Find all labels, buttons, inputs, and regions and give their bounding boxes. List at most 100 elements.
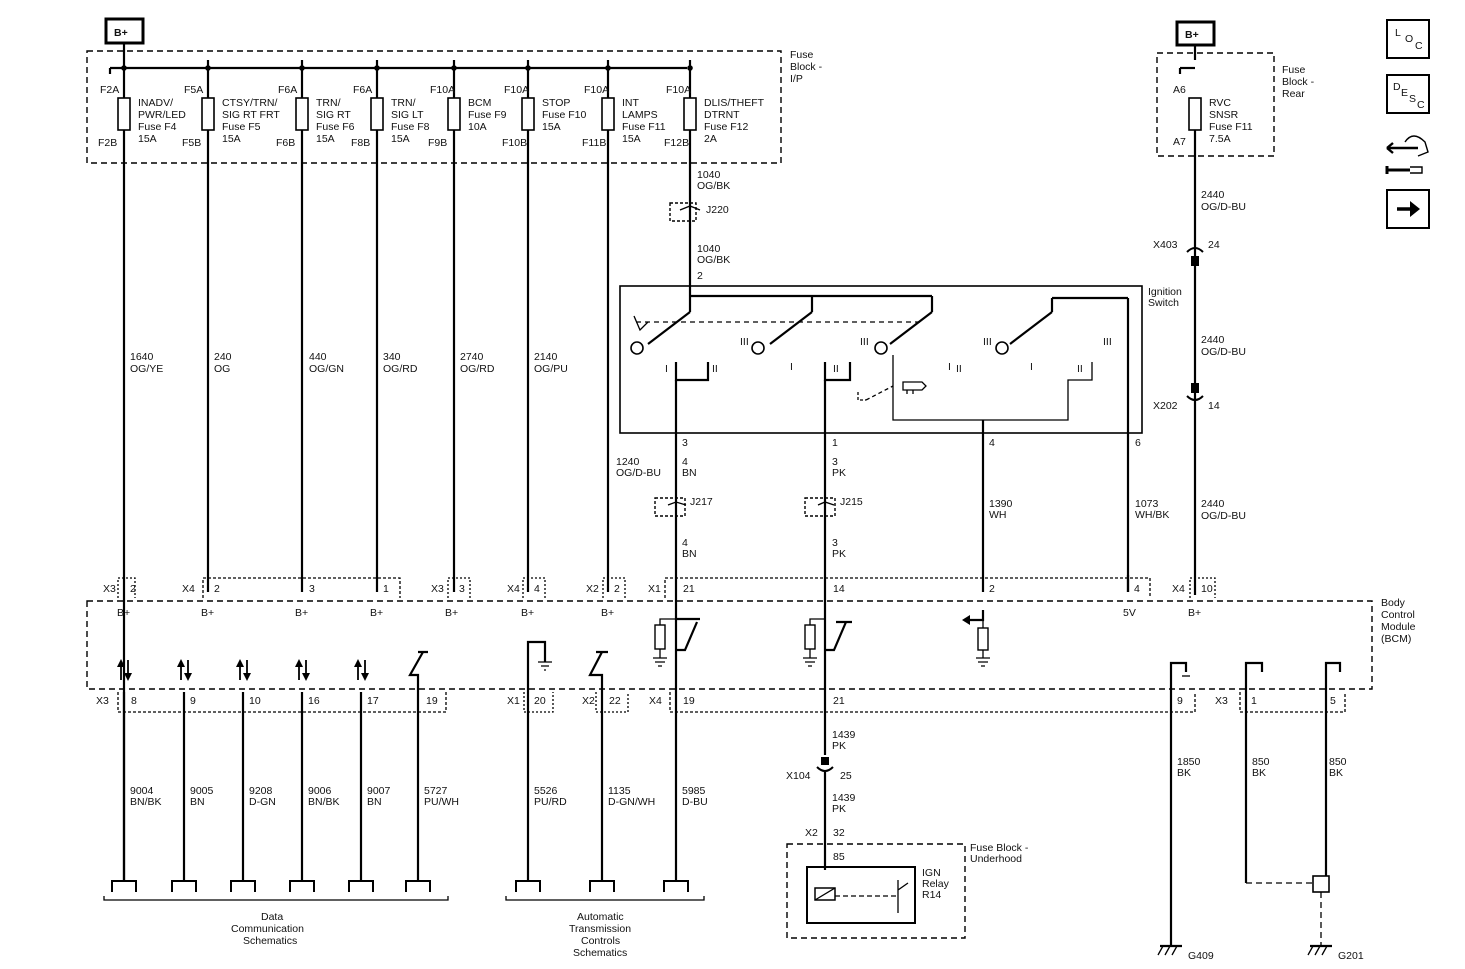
rear-fuse-label-2: SNSR xyxy=(1209,109,1239,121)
bcm-bot-pin: 5 xyxy=(1330,695,1336,707)
w6-color: WH/BK xyxy=(1135,509,1169,521)
atc-label-2: Transmission xyxy=(569,923,631,935)
fuse-label-line: SIG RT FRT xyxy=(222,109,280,121)
bcm-bot-pin: 21 xyxy=(833,695,845,707)
bcm-conn-top-x2: X2 xyxy=(586,583,599,595)
lower-wire-circuit: 9006 xyxy=(308,785,332,797)
lower-wire-color: D-GN/WH xyxy=(608,796,655,808)
w1b-color: PK xyxy=(832,548,846,560)
x403-pin: 24 xyxy=(1208,239,1220,251)
bcm-bot-pin: 19 xyxy=(683,695,695,707)
fuse-bottom-label: F2B xyxy=(98,137,117,149)
w4-circuit: 1390 xyxy=(989,498,1013,510)
lower-wire-color: BN xyxy=(190,796,205,808)
connector-views-button[interactable] xyxy=(1385,135,1429,174)
bcm-top-pin: 14 xyxy=(833,583,845,595)
loc-button[interactable]: L O C xyxy=(1386,19,1430,59)
fuse-element xyxy=(447,97,461,131)
fuse-label-line: Fuse F11 xyxy=(622,121,666,133)
bcm-bot-pin: 10 xyxy=(249,695,261,707)
fuse-label-line: TRN/ xyxy=(391,97,416,109)
ignition-feed: 1040 OG/BK J220 1040 OG/BK 2 xyxy=(669,169,730,282)
fuse-label-line: 15A xyxy=(316,133,335,145)
fuse-element xyxy=(295,97,309,131)
rear-w1-color: OG/D-BU xyxy=(1201,201,1246,213)
bidirectional-arrow-icon xyxy=(117,659,132,681)
fuse-label-line: SIG RT xyxy=(316,109,351,121)
bcm-conn-top-x3b: X3 xyxy=(431,583,444,595)
fuse-bottom-label: F9B xyxy=(428,137,447,149)
bcm-top-pin: 4 xyxy=(534,583,540,595)
w3-color: BN xyxy=(682,467,697,479)
fuse-block-ip-title-3: I/P xyxy=(790,73,803,85)
fuse-top-label: F6A xyxy=(278,84,297,96)
w1-color: PK xyxy=(832,467,846,479)
bplus-left-box: B+ xyxy=(104,17,145,45)
pos-ii-2: II xyxy=(833,363,839,375)
loc-letter-c: C xyxy=(1415,40,1423,52)
x104-pin: 25 xyxy=(840,770,852,782)
lower-wire-color: D-BU xyxy=(682,796,708,808)
bcm-conn-top-x3: X3 xyxy=(103,583,116,595)
bcm-bplus-label: B+ xyxy=(201,607,214,619)
fuse-block-ip-title-2: Block - xyxy=(790,61,823,73)
ignition-switch: Ignition Switch III III III III I II I I… xyxy=(619,285,1182,880)
w4-color: WH xyxy=(989,509,1007,521)
desc-button[interactable]: D E S C xyxy=(1386,74,1430,114)
fuse-label-line: 15A xyxy=(391,133,410,145)
desc-letter-e: E xyxy=(1401,87,1408,99)
connector-icon xyxy=(1385,135,1429,174)
atc-label-3: Controls xyxy=(581,935,620,947)
ground-wires: 1850 BK 850 BK 850 BK G409 G201 xyxy=(1157,705,1364,962)
relay-w1-color: PK xyxy=(832,740,846,752)
lower-wire-color: BN/BK xyxy=(130,796,162,808)
lower-wire-circuit: 1135 xyxy=(608,785,631,797)
bcm-top-pin: 2 xyxy=(130,583,136,595)
ground-w2-circuit: 850 xyxy=(1252,756,1270,768)
rear-w3-color: OG/D-BU xyxy=(1201,510,1246,522)
relay-label-3: R14 xyxy=(922,889,941,901)
footnotes: Data Communication Schematics Automatic … xyxy=(103,896,705,959)
bcm-top-pin: 3 xyxy=(459,583,465,595)
fuse-label-line: DTRNT xyxy=(704,109,740,121)
fuse-bottom-label: F10B xyxy=(502,137,527,149)
lower-wires: 9004BN/BK9005BN9208D-GN9006BN/BK9007BN57… xyxy=(111,692,708,892)
fuse-element xyxy=(601,97,615,131)
relay-label-1: IGN xyxy=(922,867,941,879)
upper-wire-circuit: 2140 xyxy=(534,351,558,363)
ground-w1-color: BK xyxy=(1177,767,1191,779)
x2-pin: 32 xyxy=(833,827,845,839)
fuse-label-line: 15A xyxy=(542,121,561,133)
bcm-title-1: Body xyxy=(1381,597,1406,609)
fuse-element xyxy=(117,97,131,131)
splice-j217: J217 xyxy=(690,496,713,508)
fuse-label-line: BCM xyxy=(468,97,491,109)
bcm-conn-top-x4b: X4 xyxy=(507,583,520,595)
pos-iii-1: III xyxy=(740,336,749,348)
lower-wire-color: D-GN xyxy=(249,796,276,808)
fuse-label-line: Fuse F4 xyxy=(138,121,177,133)
fuse-label-line: TRN/ xyxy=(316,97,341,109)
fuse-label-line: STOP xyxy=(542,97,570,109)
upper-wire-circuit: 440 xyxy=(309,351,327,363)
bcm-conn-bot-x3: X3 xyxy=(96,695,109,707)
switch-pin-3: 3 xyxy=(682,437,688,449)
fuse-element xyxy=(370,97,384,131)
w3-left-color: OG/D-BU xyxy=(616,467,661,479)
rear-w2-color: OG/D-BU xyxy=(1201,346,1246,358)
pos-i-4: I xyxy=(1030,361,1033,373)
bcm-title-3: Module xyxy=(1381,621,1416,633)
fuse-top-label: F5A xyxy=(184,84,203,96)
next-page-button[interactable] xyxy=(1386,189,1430,229)
bcm-top-pin: 10 xyxy=(1201,583,1213,595)
switch-pin-4: 4 xyxy=(989,437,995,449)
fuse-label-line: Fuse F8 xyxy=(391,121,430,133)
bcm-conn-bot-x2: X2 xyxy=(582,695,595,707)
bcm-bot-pin: 22 xyxy=(609,695,621,707)
desc-letter-s: S xyxy=(1409,93,1416,105)
bcm-bot-pin: 16 xyxy=(308,695,320,707)
splice-j220: J220 xyxy=(706,204,729,216)
bcm-bplus-label: B+ xyxy=(370,607,383,619)
bcm-bplus-label: B+ xyxy=(521,607,534,619)
